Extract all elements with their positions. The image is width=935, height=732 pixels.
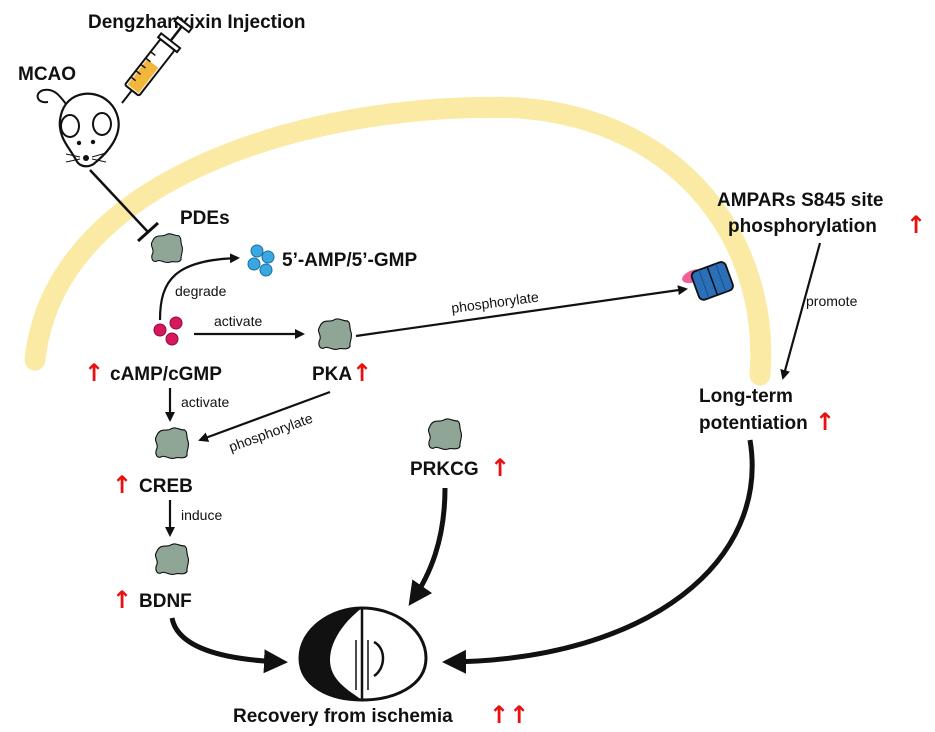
prkcg-to-recovery-arrow: [408, 487, 448, 606]
degrade-label: degrade: [175, 283, 227, 299]
camp-cgmp-molecules: [153, 316, 183, 346]
degrade-arrow: [158, 253, 240, 321]
pka-protein: [317, 318, 353, 351]
ampa-receptor: [682, 261, 734, 301]
induce-label: induce: [181, 507, 222, 523]
ampar-label-line2: phosphorylation: [728, 216, 877, 237]
phosphorylate-creb-label: phosphorylate: [227, 410, 315, 455]
activate-pka-label: activate: [214, 313, 262, 329]
cell-membrane: [24, 96, 772, 386]
bdnf-protein: [154, 543, 190, 576]
mcao-label: MCAO: [18, 64, 76, 85]
mouse-icon: [36, 88, 120, 168]
brain-slice-icon: [298, 606, 428, 702]
inhibition-line: [89, 169, 149, 233]
amp-gmp-label: 5’-AMP/5’-GMP: [282, 250, 417, 271]
promote-label: promote: [806, 293, 858, 309]
pka-label: PKA: [312, 364, 352, 385]
creb-increase-icon: ↑: [112, 471, 132, 499]
creb-label: CREB: [139, 476, 193, 497]
bdnf-label: BDNF: [139, 591, 192, 612]
promote-arrow: [780, 242, 822, 380]
recovery-increase-icon: ↑↑: [489, 701, 529, 729]
ltp-to-recovery-arrow: [442, 439, 755, 674]
prkcg-increase-icon: ↑: [490, 454, 510, 482]
pdes-protein: [150, 233, 184, 264]
pdes-label: PDEs: [180, 208, 230, 229]
bdnf-to-recovery-arrow: [169, 617, 288, 674]
title: Dengzhanxixin Injection: [88, 12, 305, 33]
phosphorylate-creb-arrow: [198, 390, 331, 442]
ampar-label-line1: AMPARs S845 site: [717, 190, 884, 211]
amp-gmp-molecules: [247, 244, 275, 277]
ltp-label-line1: Long-term: [699, 386, 793, 407]
ltp-label-line2: potentiation: [699, 413, 808, 434]
bdnf-increase-icon: ↑: [112, 586, 132, 614]
pka-increase-icon: ↑: [352, 359, 372, 387]
inhibition-bar: [136, 221, 160, 243]
recovery-label: Recovery from ischemia: [233, 706, 453, 727]
ltp-increase-icon: ↑: [815, 408, 835, 436]
phosphorylate-ampar-arrow: [355, 285, 688, 338]
camp-label: cAMP/cGMP: [110, 364, 222, 385]
ampar-increase-icon: ↑: [906, 211, 926, 239]
syringe-icon: [121, 15, 194, 104]
prkcg-label: PRKCG: [410, 459, 479, 480]
creb-protein: [154, 427, 190, 460]
prkcg-protein: [427, 418, 463, 451]
activate-creb-label: activate: [181, 394, 229, 410]
camp-increase-icon: ↑: [84, 359, 104, 387]
